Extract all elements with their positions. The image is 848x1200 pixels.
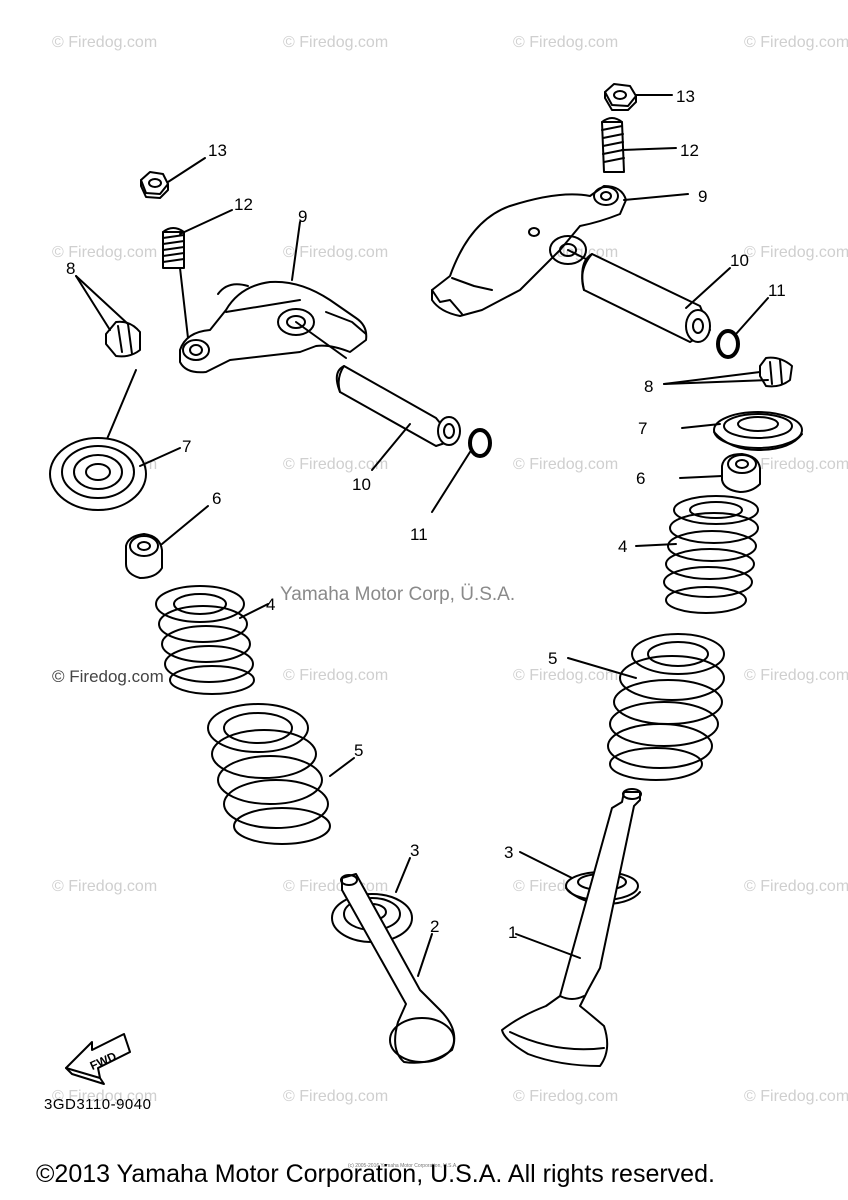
watermark: © Firedog.com: [283, 456, 389, 473]
callout-9-right: 9: [698, 187, 707, 206]
leader-2: [417, 933, 433, 977]
leader-12-down: [179, 267, 189, 339]
part-7-retainer-left: [49, 437, 147, 511]
callout-5-left: 5: [354, 741, 363, 760]
callout-10-left: 10: [352, 475, 371, 494]
leader-3-left: [395, 857, 411, 893]
leader-6-right: [679, 475, 723, 479]
callout-4-left: 4: [266, 595, 275, 614]
copyright-notice: ©2013 Yamaha Motor Corporation, U.S.A. A…: [36, 1160, 715, 1188]
watermark: © Firedog.com: [283, 244, 389, 261]
watermark: © Firedog.com: [744, 878, 848, 895]
callout-13-left: 13: [208, 141, 227, 160]
watermark: © Firedog.com: [513, 1088, 619, 1105]
callout-8-right: 8: [644, 377, 653, 396]
leader-10-left: [371, 423, 411, 471]
watermark: © Firedog.com: [52, 244, 158, 261]
part-12-stud-right: [601, 117, 625, 173]
watermark: © Firedog.com: [283, 1088, 389, 1105]
leader-8-right-b: [663, 379, 769, 385]
leader-12-left: [179, 209, 233, 235]
watermark: © Firedog.com: [52, 878, 158, 895]
leader-9-right: [623, 193, 689, 201]
callout-3-right: 3: [504, 843, 513, 862]
callout-4-right: 4: [618, 537, 627, 556]
part-1-valve-intake: [501, 788, 642, 1067]
callout-7-right: 7: [638, 419, 647, 438]
callout-7-left: 7: [182, 437, 191, 456]
callout-12-left: 12: [234, 195, 253, 214]
leader-11-left: [431, 451, 471, 513]
fwd-arrow-icon: FWD: [65, 1033, 131, 1085]
leader-5-right: [567, 657, 637, 679]
leader-13-left: [167, 157, 206, 183]
small-print: (c) 2005-2016 Yamaha Motor Corporation, …: [348, 1163, 458, 1169]
callout-11-left: 11: [410, 525, 428, 544]
watermark: © Firedog.com: [52, 1088, 158, 1105]
watermark: © Firedog.com: [744, 1088, 848, 1105]
callout-12-right: 12: [680, 141, 699, 160]
diagram-part-code: 3GD3110-9040: [44, 1096, 152, 1113]
part-9-rocker-arm-right: [431, 185, 627, 317]
part-13-nut-right: [604, 83, 637, 111]
leader-8-right-a: [663, 371, 761, 385]
watermark: © Firedog.com: [52, 34, 158, 51]
part-9-rocker-arm-left: [179, 280, 368, 374]
callout-6-right: 6: [636, 469, 645, 488]
watermark: © Firedog.com: [283, 667, 389, 684]
callout-5-right: 5: [548, 649, 557, 668]
callout-3-left: 3: [410, 841, 419, 860]
callout-6-left: 6: [212, 489, 221, 508]
leader-1: [515, 933, 581, 959]
callout-11-right: 11: [768, 281, 786, 300]
leader-4-left: [239, 603, 269, 619]
callout-8-left: 8: [66, 259, 75, 278]
callout-1: 1: [508, 923, 517, 942]
part-10-shaft-left: [335, 365, 461, 447]
leader-9-left: [291, 221, 301, 281]
leader-8-left-a: [75, 275, 111, 331]
part-12-stud-left: [162, 227, 185, 269]
part-7-retainer-right: [713, 411, 803, 451]
leader-11-right: [735, 297, 769, 335]
part-11-oring-right: [716, 329, 740, 359]
watermark: © Firedog.com: [513, 667, 619, 684]
part-13-nut-left: [140, 171, 169, 199]
leader-4-right: [635, 543, 677, 547]
leader-5-left: [329, 757, 355, 777]
part-11-oring-left: [468, 428, 492, 458]
leader-3-right: [519, 851, 573, 879]
part-4-spring-left: [155, 585, 255, 695]
leader-7-left: [139, 447, 181, 467]
watermark: © Firedog.com: [744, 667, 848, 684]
callout-13-right: 13: [676, 87, 695, 106]
center-watermark: Yamaha Motor Corp, Ü.S.A.: [280, 584, 516, 605]
part-5-spring-right: [607, 633, 725, 781]
watermark: © Firedog.com: [744, 244, 848, 261]
part-8-cotter-left: [105, 320, 141, 358]
leader-8-left-b: [75, 275, 129, 325]
leader-7-right: [681, 423, 721, 429]
callout-2: 2: [430, 917, 439, 936]
part-10-shaft-right: [581, 253, 711, 343]
watermark: © Firedog.com: [744, 34, 848, 51]
leader-10-right: [685, 267, 731, 309]
part-6-seal-left: [125, 533, 163, 579]
callout-10-right: 10: [730, 251, 749, 270]
watermark-dark: © Firedog.com: [52, 667, 164, 686]
watermark: © Firedog.com: [513, 456, 619, 473]
watermark: © Firedog.com: [513, 34, 619, 51]
part-8-cotter-right: [759, 356, 793, 388]
leader-12-right: [621, 147, 677, 151]
part-5-spring-left: [207, 703, 331, 845]
part-6-seal-right: [721, 453, 761, 493]
leader-6-left: [161, 505, 209, 545]
callout-9-left: 9: [298, 207, 307, 226]
watermark: © Firedog.com: [283, 34, 389, 51]
part-4-spring-right: [663, 495, 759, 614]
axis-9-10-left: [295, 321, 347, 359]
watermark: © Firedog.com: [744, 456, 848, 473]
part-2-valve-exhaust: [340, 873, 456, 1064]
